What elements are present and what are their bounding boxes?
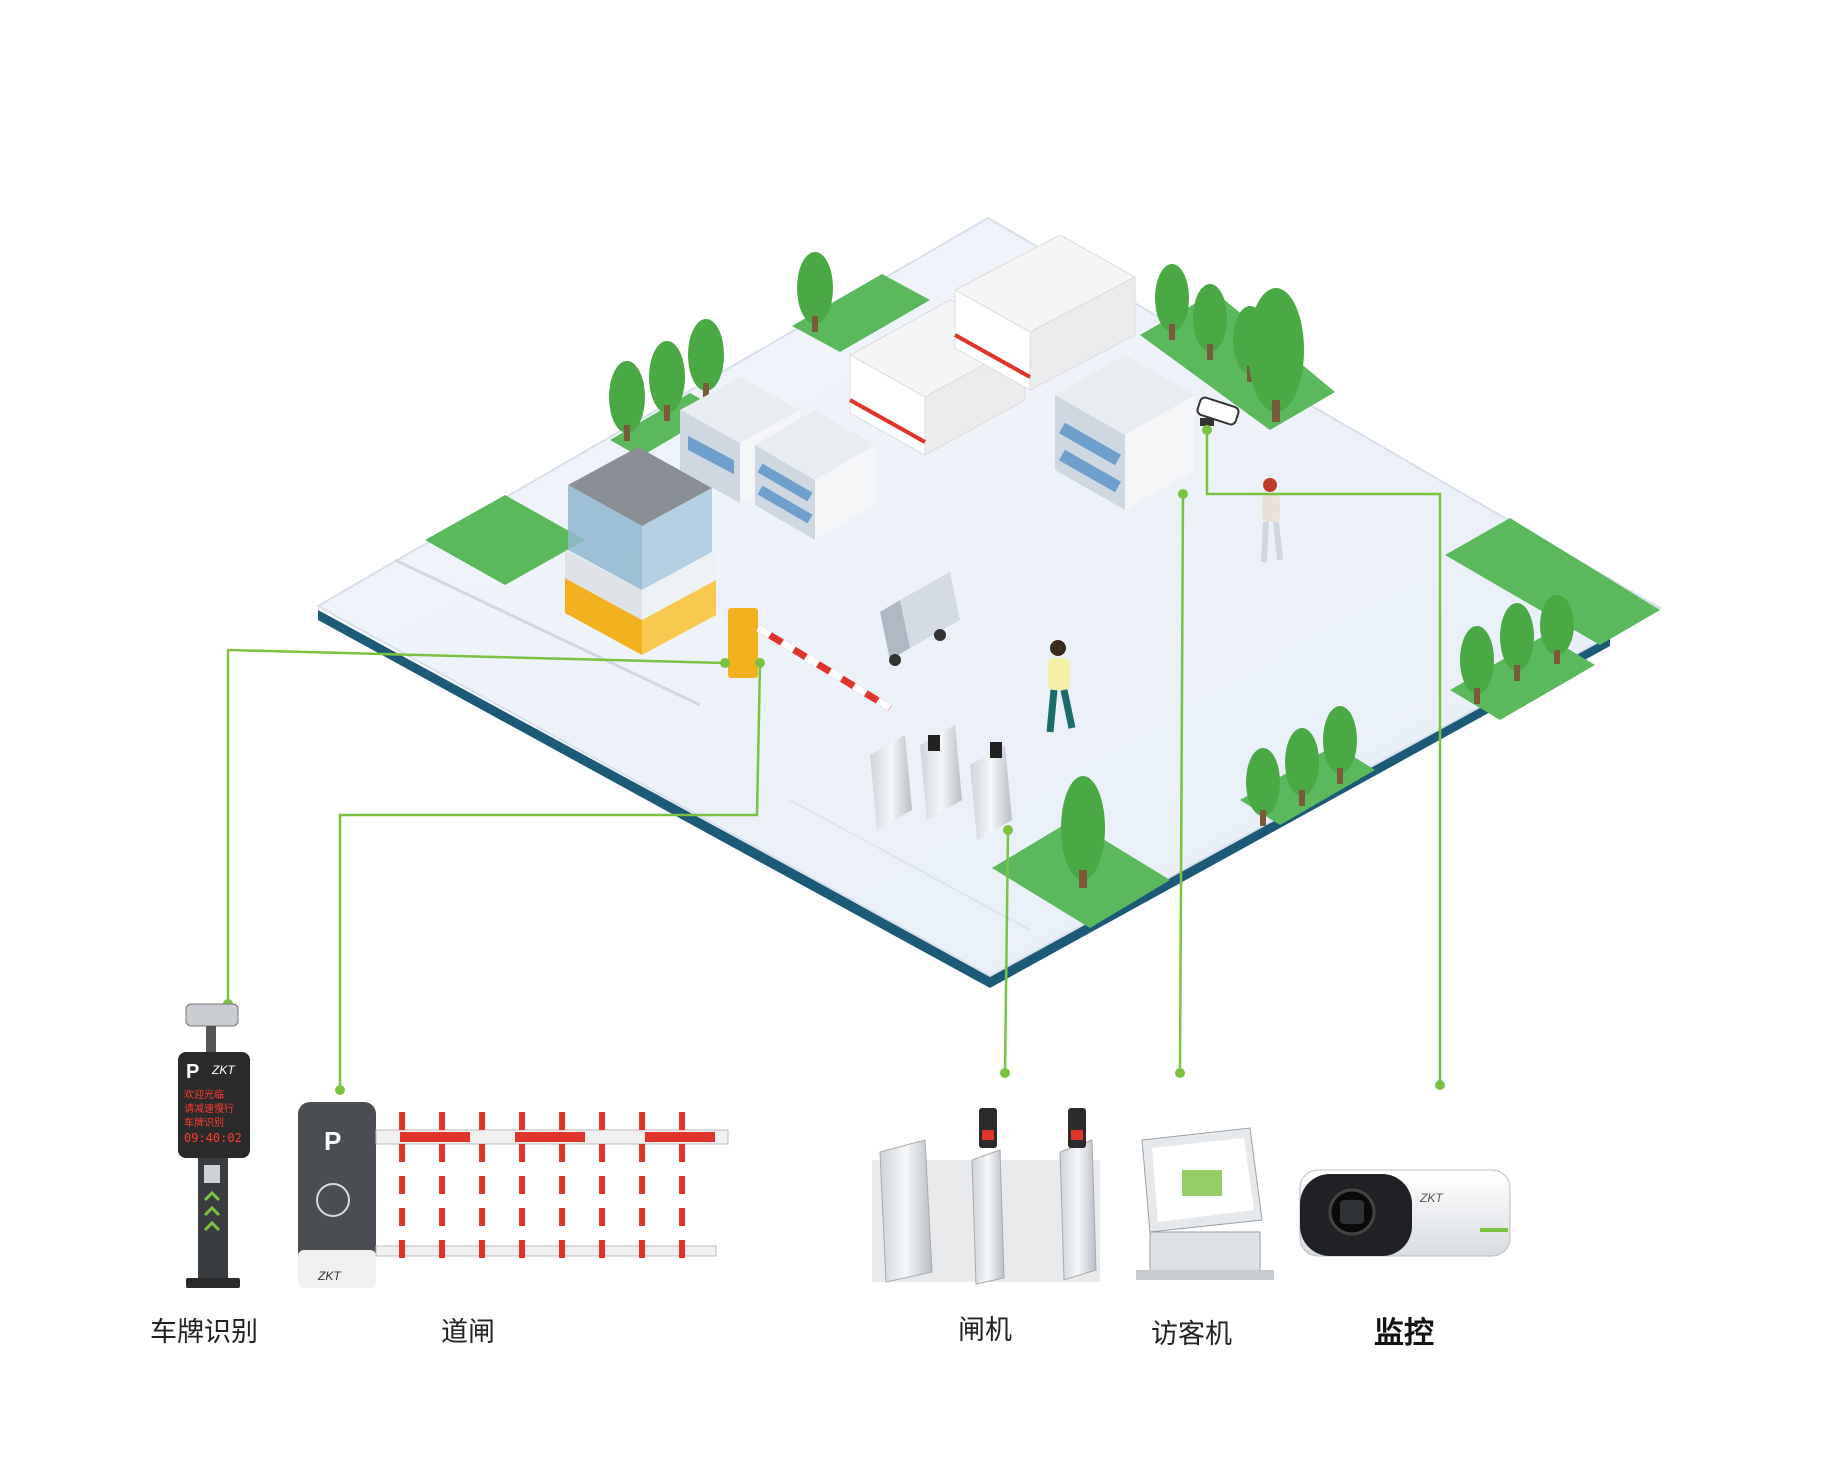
visitor-kiosk — [1136, 1127, 1274, 1280]
label-visitor: 访客机 — [1151, 1319, 1232, 1350]
connector-lines — [226, 430, 1442, 1090]
tree-icon — [1540, 595, 1574, 664]
camera-icon: ZKT — [1299, 1169, 1511, 1257]
connector-dots — [223, 425, 1445, 1095]
turnstile-device — [872, 1108, 1100, 1285]
lpr-parking-letter: P — [186, 1061, 199, 1083]
warehouse-2 — [953, 234, 1137, 391]
trees — [609, 252, 1574, 888]
connector-camera — [1205, 430, 1442, 1085]
tree-icon — [1246, 748, 1280, 826]
barrier-parking-letter: P — [324, 1126, 341, 1156]
tree-icon — [797, 252, 833, 332]
office-building-3 — [1055, 355, 1195, 510]
tree-icon — [688, 319, 724, 399]
office-building-2 — [755, 410, 875, 540]
lpr-terminal: P ZKT 欢迎光临 请减速慢行 车牌识别 09:40:02 — [178, 1003, 250, 1288]
barrier-brand: ZKT — [317, 1269, 342, 1283]
barrier-gate: P ZKT — [298, 1102, 729, 1288]
scene-turnstiles — [870, 725, 1012, 840]
guard-booth — [565, 447, 716, 655]
scene-camera-icon — [1196, 396, 1240, 426]
label-barrier: 道闸 — [441, 1317, 495, 1348]
lpr-brand: ZKT — [211, 1063, 236, 1077]
tree-icon — [1155, 264, 1189, 340]
connector-lpr — [226, 648, 726, 1004]
tree-icon — [1285, 728, 1319, 806]
tree-icon — [609, 361, 645, 441]
tree-icon — [1248, 288, 1304, 422]
tree-icon — [1460, 626, 1494, 704]
lpr-screen-line-2: 请减速慢行 — [184, 1102, 234, 1115]
person-walking — [1046, 640, 1076, 733]
connector-visitor — [1178, 493, 1185, 1074]
label-turnstile: 闸机 — [958, 1315, 1012, 1346]
tree-icon — [1323, 706, 1357, 784]
label-lpr: 车牌识别 — [150, 1317, 258, 1348]
lpr-screen-line-1: 欢迎光临 — [184, 1088, 224, 1101]
lpr-screen-line-4: 09:40:02 — [184, 1131, 242, 1145]
person-visitor — [1261, 478, 1283, 563]
scene-barrier — [728, 608, 892, 711]
camera-brand: ZKT — [1419, 1191, 1444, 1205]
connector-turnstile — [1003, 829, 1010, 1074]
tree-icon — [1061, 776, 1105, 888]
label-camera: 监控 — [1374, 1316, 1434, 1351]
tree-icon — [649, 341, 685, 421]
lpr-screen-line-3: 车牌识别 — [184, 1116, 224, 1129]
tree-icon — [1500, 603, 1534, 681]
tree-icon — [1193, 284, 1227, 360]
truck-icon — [880, 572, 960, 666]
connector-barrier — [338, 662, 762, 1090]
